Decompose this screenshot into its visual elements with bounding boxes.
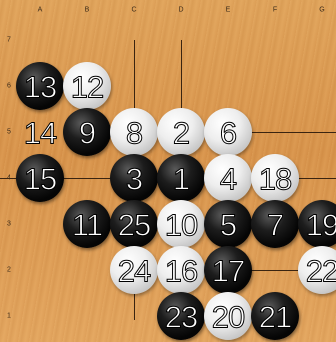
move-number: 9 xyxy=(79,118,95,149)
move-number: 7 xyxy=(267,210,283,241)
move-number: 19 xyxy=(306,210,336,241)
move-number: 22 xyxy=(306,256,336,287)
move-number: 2 xyxy=(173,118,189,149)
column-label: B xyxy=(85,7,90,14)
move-number: 21 xyxy=(259,302,291,333)
move-number: 14 xyxy=(24,118,56,149)
move-number: 13 xyxy=(24,72,56,103)
column-label: A xyxy=(38,7,43,14)
row-label: 7 xyxy=(7,37,11,44)
column-label: F xyxy=(273,7,277,14)
move-number: 18 xyxy=(259,164,291,195)
move-number: 23 xyxy=(165,302,197,333)
move-number: 17 xyxy=(212,256,244,287)
row-label: 6 xyxy=(7,83,11,90)
move-number: 10 xyxy=(165,210,197,241)
row-label: 2 xyxy=(7,267,11,274)
move-number: 20 xyxy=(212,302,244,333)
move-number: 1 xyxy=(173,164,189,195)
column-label: G xyxy=(319,7,324,14)
move-number: 11 xyxy=(72,210,102,241)
row-label: 4 xyxy=(7,175,11,182)
grid-line-c-lower xyxy=(134,290,135,320)
column-label: E xyxy=(226,7,231,14)
move-number: 24 xyxy=(118,256,150,287)
column-label: C xyxy=(131,7,136,14)
move-number: 25 xyxy=(118,210,150,241)
column-label: D xyxy=(178,7,183,14)
move-number: 16 xyxy=(165,256,197,287)
move-number: 8 xyxy=(126,118,142,149)
row-label: 5 xyxy=(7,129,11,136)
move-number: 3 xyxy=(126,164,142,195)
move-number: 5 xyxy=(220,210,236,241)
row-label: 3 xyxy=(7,221,11,228)
move-number: 15 xyxy=(24,164,56,195)
move-number: 4 xyxy=(220,164,236,195)
move-number: 6 xyxy=(220,118,236,149)
move-number: 12 xyxy=(71,72,103,103)
row-label: 1 xyxy=(7,313,11,320)
grid-line-row5-right xyxy=(250,132,336,133)
